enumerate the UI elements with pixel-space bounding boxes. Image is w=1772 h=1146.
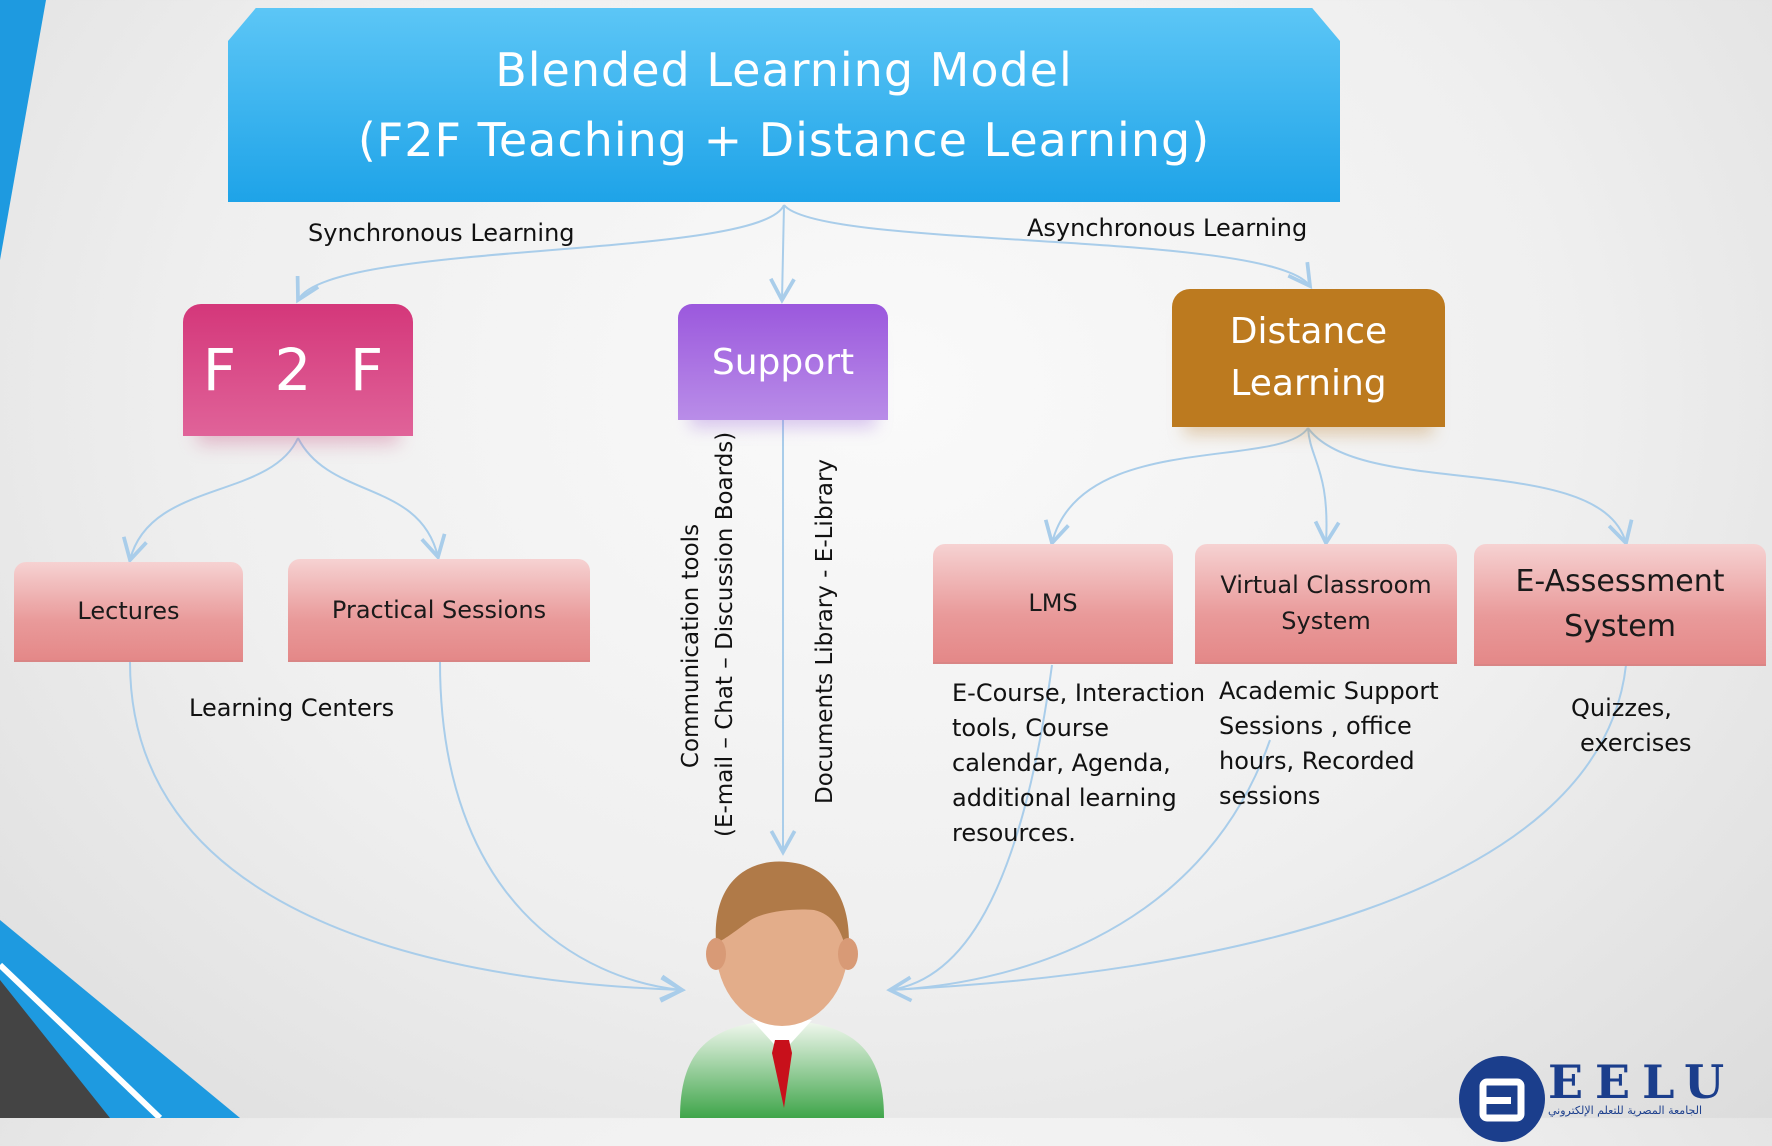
person-icon: [680, 861, 884, 1118]
model-title-line2: (F2F Teaching + Distance Learning): [357, 113, 1211, 167]
communication-line1: Communication tools: [678, 523, 704, 769]
documents-library-label: Documents Library - E-Library: [812, 458, 838, 804]
distance-learning-box: Distance Learning: [1172, 289, 1445, 427]
lms-desc-line: calendar, Agenda,: [952, 749, 1171, 777]
communication-tools-label: Communication tools (E-mail – Chat – Dis…: [674, 431, 742, 837]
distance-line1: Distance: [1229, 311, 1388, 352]
eassess-line2: System: [1564, 609, 1676, 644]
eassess-desc-line: exercises: [1580, 729, 1692, 757]
lms-desc-line: tools, Course: [952, 714, 1109, 742]
eassess-desc-line: Quizzes,: [1571, 694, 1672, 722]
model-title-box: Blended Learning Model (F2F Teaching + D…: [228, 8, 1340, 202]
connector-lines: [122, 204, 1634, 1003]
distance-line2: Learning: [1230, 363, 1387, 404]
synchronous-label: Synchronous Learning: [308, 219, 575, 247]
support-box: Support: [678, 304, 888, 420]
eelu-logo-text: EELU: [1548, 1055, 1737, 1109]
practical-sessions-box: Practical Sessions: [288, 559, 590, 662]
virtual-desc-line: Sessions , office: [1219, 712, 1412, 740]
eelu-logo-arabic: الجامعة المصرية للتعلم الإلكتروني: [1548, 1104, 1703, 1117]
learning-centers-label: Learning Centers: [189, 694, 395, 722]
eelu-logo-icon: [1459, 1056, 1545, 1142]
communication-line2: (E-mail – Chat – Discussion Boards): [712, 431, 738, 837]
model-title-line1: Blended Learning Model: [495, 43, 1073, 97]
virtual-line1: Virtual Classroom: [1220, 571, 1432, 599]
eassess-line1: E-Assessment: [1515, 564, 1725, 599]
virtual-classroom-box: Virtual Classroom System: [1195, 544, 1457, 664]
e-assessment-description: Quizzes, exercises: [1571, 691, 1692, 761]
virtual-line2: System: [1281, 607, 1371, 635]
lectures-box: Lectures: [14, 562, 243, 662]
lms-desc-line: additional learning: [952, 784, 1177, 812]
virtual-desc-line: Academic Support: [1219, 677, 1439, 705]
lms-desc-line: resources.: [952, 819, 1076, 847]
virtual-desc-line: sessions: [1219, 782, 1321, 810]
e-assessment-box: E-Assessment System: [1474, 544, 1766, 666]
background-decoration: [0, 0, 240, 1118]
lms-box: LMS: [933, 544, 1173, 664]
virtual-desc-line: hours, Recorded: [1219, 747, 1415, 775]
asynchronous-label: Asynchronous Learning: [1027, 214, 1308, 242]
f2f-box: F 2 F: [183, 304, 413, 436]
lms-description: E-Course, Interaction tools, Course cale…: [952, 676, 1205, 851]
lms-desc-line: E-Course, Interaction: [952, 679, 1206, 707]
virtual-classroom-description: Academic Support Sessions , office hours…: [1219, 674, 1439, 814]
